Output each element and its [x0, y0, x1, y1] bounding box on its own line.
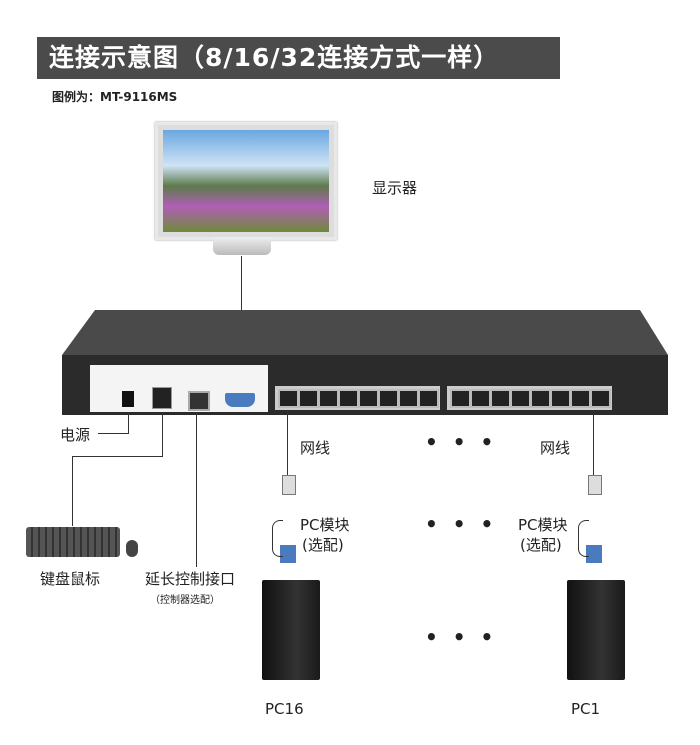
- extension-label: 延长控制接口: [145, 570, 236, 588]
- monitor-stand: [213, 237, 271, 255]
- monitor-label: 显示器: [372, 179, 418, 197]
- pc-port-group-2: [447, 386, 612, 410]
- pc1-label: PC1: [571, 700, 601, 718]
- ellipsis-1: • • •: [425, 430, 498, 454]
- pc-module-vga-left: [280, 545, 296, 563]
- power-port: [122, 391, 134, 407]
- cable-label-right: 网线: [540, 439, 571, 457]
- extension-note: （控制器选配）: [150, 595, 220, 606]
- pc-module-vga-right: [586, 545, 602, 563]
- pc-module-note-left: (选配): [302, 536, 344, 554]
- monitor-icon: [155, 122, 337, 240]
- pc1-tower-icon: [567, 580, 625, 680]
- pc-module-icon-right: [588, 475, 602, 495]
- mouse-icon: [126, 540, 138, 557]
- pc-module-note-right: (选配): [520, 536, 562, 554]
- power-label: 电源: [60, 426, 91, 444]
- rj45-extension-port: [188, 391, 210, 411]
- cable-label-left: 网线: [300, 439, 331, 457]
- pc16-tower-icon: [262, 580, 320, 680]
- kvm-rear-panel: [90, 365, 268, 412]
- pc-module-icon-left: [282, 475, 296, 495]
- pc-port-group-1: [275, 386, 440, 410]
- pc-module-label-right: PC模块: [518, 516, 568, 534]
- ellipsis-2: • • •: [425, 512, 498, 536]
- page-title: 连接示意图（8/16/32连接方式一样）: [37, 37, 560, 79]
- usb-ports: [152, 387, 172, 409]
- keyboard-icon: [26, 527, 120, 557]
- keyboard-mouse-label: 键盘鼠标: [40, 570, 101, 588]
- ellipsis-3: • • •: [425, 625, 498, 649]
- model-subtitle: 图例为：MT-9116MS: [52, 90, 178, 104]
- pc16-label: PC16: [265, 700, 304, 718]
- vga-port: [225, 393, 255, 407]
- pc-module-label-left: PC模块: [300, 516, 350, 534]
